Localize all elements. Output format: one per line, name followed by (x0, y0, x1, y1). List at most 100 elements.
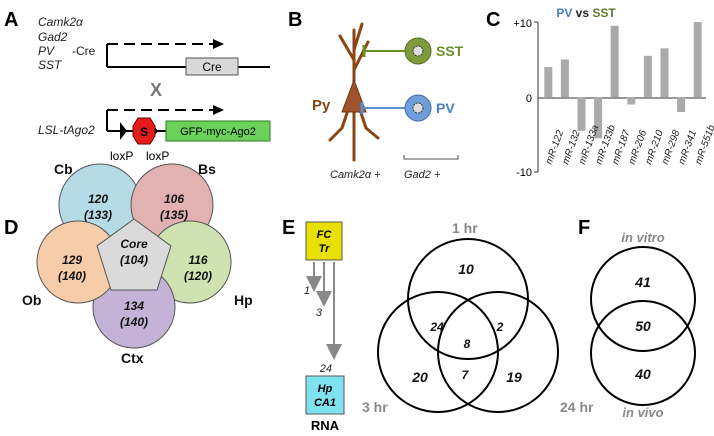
bar-mr-133b (594, 97, 603, 139)
py-neuron-dendrites (328, 22, 380, 162)
bar-mr-298 (660, 48, 669, 98)
invitro-label: in vitro (621, 230, 664, 245)
driver-camk2a: Camk2α (38, 15, 84, 29)
venn-only-24hr: 19 (506, 369, 522, 385)
venn-only-invivo: 40 (634, 366, 651, 382)
cre-arrowhead (213, 39, 224, 49)
sst-nucleus (412, 45, 424, 57)
time-3: 3 (316, 307, 323, 319)
py-neuron-soma (341, 78, 367, 113)
tr-label: Tr (319, 243, 331, 255)
gad2-bracket (403, 155, 459, 160)
fc-tr-box (305, 221, 343, 261)
invivo-label: in vivo (622, 405, 663, 420)
bar-mr-206 (627, 97, 636, 105)
venn-invitro-circle (590, 246, 696, 352)
hp-total: (120) (184, 269, 212, 283)
bar-mr-210 (643, 55, 652, 98)
bar-mr-551b (693, 22, 702, 97)
bs-total: (135) (160, 208, 188, 222)
cb-label: Cb (54, 161, 73, 177)
py-label: Py (312, 97, 331, 114)
pv-nucleus (412, 102, 424, 114)
venn-core-pentagon (96, 218, 172, 291)
venn-label-3hr: 3 hr (362, 399, 388, 415)
cb-unique: 120 (88, 192, 108, 206)
cross-symbol: X (150, 80, 162, 100)
venn-invivo-circle (590, 300, 696, 406)
venn-only-invitro: 41 (634, 274, 651, 290)
core-name: Core (120, 237, 148, 251)
venn-1hr-3hr: 24 (429, 320, 444, 334)
bs-unique: 106 (164, 192, 184, 206)
gfp-box (165, 120, 271, 142)
title-sst: SST (592, 6, 616, 20)
bar-mr-341 (677, 97, 686, 112)
panel-c: C PV vs SST +10 0 -10 mR-122mR-132mR-133… (486, 6, 714, 179)
venn-1hr-24hr: 2 (496, 320, 504, 334)
hp-ca1-box (305, 375, 345, 415)
ytick-zero: 0 (526, 93, 532, 105)
panel-c-letter: C (486, 9, 500, 31)
hp-label-e: Hp (318, 383, 333, 395)
bar-mr-122 (544, 67, 553, 97)
panel-e-letter: E (282, 217, 295, 239)
cb-total: (133) (84, 208, 112, 222)
sst-label: SST (436, 43, 464, 59)
chart-bars (544, 22, 702, 139)
panel-a: A Camk2α Gad2 PV SST -Cre Cre X LSL-tAgo… (4, 9, 271, 163)
cre-box (185, 57, 239, 76)
hp-label: Hp (234, 292, 253, 308)
panel-b-letter: B (288, 9, 302, 31)
panel-f: F in vitro in vivo 41 50 40 (578, 217, 696, 420)
venn-only-3hr: 20 (411, 369, 428, 385)
bar-mr-132 (560, 59, 569, 97)
ytick-bottom: -10 (516, 167, 532, 179)
panel-f-letter: F (578, 217, 590, 239)
ctx-total: (140) (120, 315, 148, 329)
panel-b: B Py SST PV Camk2α + Gad2 + (288, 9, 464, 181)
lsl-tago2-label: LSL-tAgo2 (38, 123, 95, 137)
cre-suffix: -Cre (72, 44, 96, 58)
ob-total: (140) (58, 269, 86, 283)
venn-3hr-24hr: 7 (462, 368, 470, 382)
chart-category-labels: mR-122mR-132mR-133amR-133bmR-187mR-206mR… (544, 123, 714, 166)
ca1-label: CA1 (314, 397, 336, 409)
loxp-left-triangle (120, 122, 127, 140)
venn-label-24hr: 24 hr (560, 399, 594, 415)
hp-unique: 116 (188, 253, 207, 267)
ctx-unique: 134 (124, 299, 144, 313)
gfp-box-label: GFP-myc-Ago2 (180, 126, 256, 138)
panel-a-letter: A (4, 9, 18, 31)
panel-d: D Core (104) 120 (133) 106 (135) 116 (12… (4, 161, 253, 366)
loxp-left-label: loxP (110, 149, 133, 163)
cre-box-label: Cre (202, 60, 222, 74)
rna-label: RNA (311, 418, 340, 433)
ob-unique: 129 (62, 253, 82, 267)
title-pv: PV (556, 6, 572, 20)
driver-pv: PV (38, 44, 55, 58)
driver-gad2: Gad2 (38, 30, 68, 44)
gad2-caption: Gad2 + (404, 169, 441, 181)
time-1: 1 (304, 285, 310, 297)
panel-e: E FC Tr 1 3 24 Hp CA1 RNA 1 hr 3 hr 24 h… (282, 217, 594, 433)
stop-octagon (132, 117, 156, 145)
panel-d-letter: D (4, 217, 18, 239)
ctx-label: Ctx (121, 350, 144, 366)
venn-shared: 50 (635, 318, 651, 334)
venn-24hr-circle (437, 291, 559, 413)
pv-label: PV (436, 100, 455, 116)
core-count: (104) (120, 253, 148, 267)
loxp-right-label: loxP (146, 149, 169, 163)
chart-title: PV vs SST (556, 6, 616, 20)
camk2a-caption: Camk2α + (330, 169, 381, 181)
venn-label-1hr: 1 hr (452, 220, 478, 236)
venn-all-three: 8 (464, 337, 471, 351)
driver-sst: SST (38, 58, 63, 72)
bar-mr-187 (610, 25, 619, 98)
time-24: 24 (319, 363, 332, 375)
venn-3hr-circle (377, 291, 499, 413)
title-vs: vs (572, 6, 592, 20)
bs-label: Bs (198, 161, 216, 177)
